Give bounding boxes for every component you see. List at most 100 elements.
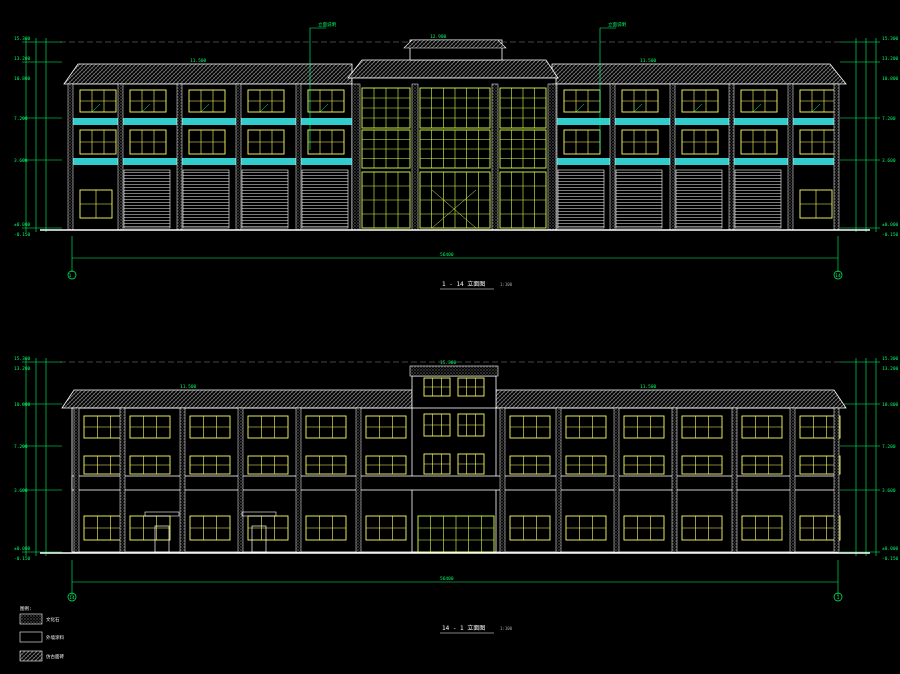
level-label: 3.600: [882, 488, 896, 494]
axis-bubble-right: [833, 270, 843, 280]
level-label: 13.200: [14, 366, 31, 372]
elevation-title: 14 - 1 立面图: [442, 624, 485, 632]
side-door: [154, 525, 170, 553]
axis-label: 1: [837, 595, 840, 601]
level-label: ±0.000: [14, 546, 31, 552]
tower: [409, 365, 499, 553]
elevation-scale: 1:100: [500, 626, 513, 631]
legend: 图例: 文化石 外墙涂料 仿古面砖: [19, 605, 64, 662]
door-swing: [431, 189, 477, 229]
level-label: 3.600: [882, 158, 896, 164]
rolling-shutter: [182, 169, 230, 229]
stone-pillar: [671, 407, 678, 553]
stone-pillar: [67, 83, 74, 231]
callout-text: 立面说明: [608, 21, 626, 28]
rolling-shutter: [301, 169, 349, 229]
overall-dimension: [71, 236, 839, 272]
callout-leaders: [309, 27, 616, 150]
stone-pillar: [491, 83, 499, 231]
axis-bubble-left: [67, 270, 77, 280]
level-marker: [811, 103, 821, 113]
level-label: -0.150: [14, 556, 31, 562]
roof-label: 15.300: [440, 360, 457, 366]
stone-pillar: [237, 407, 244, 553]
plain-swatch: [19, 631, 43, 643]
level-label: ±0.000: [882, 222, 899, 228]
level-label: 10.800: [882, 402, 899, 408]
stone-pillar: [351, 83, 361, 231]
axis-bubble-left-2: [67, 592, 77, 602]
level-label: 7.200: [14, 116, 28, 122]
stone-pillar: [499, 407, 506, 553]
elevation-scale: 1:100: [500, 282, 513, 287]
legend-label: 外墙涂料: [46, 634, 64, 641]
roof-label: 11.500: [640, 384, 657, 390]
elevation-title: 1 - 14 立面图: [442, 280, 485, 288]
legend-label: 仿古面砖: [46, 653, 64, 660]
level-label: 7.200: [882, 444, 896, 450]
total-dimension: 56400: [440, 576, 454, 582]
stone-pillar: [833, 407, 840, 553]
stone-pillar: [355, 407, 362, 553]
roof-label: 11.500: [640, 58, 657, 64]
stone-pillar: [295, 83, 302, 231]
level-label: 7.200: [14, 444, 28, 450]
level-label: -0.150: [882, 556, 899, 562]
level-label: ±0.000: [14, 222, 31, 228]
door-canopy: [144, 511, 180, 517]
rolling-shutter: [615, 169, 663, 229]
level-label: 3.600: [14, 488, 28, 494]
level-label: 13.200: [14, 56, 31, 62]
roof-center: [347, 39, 559, 79]
level-label: 15.300: [882, 356, 899, 362]
roof-label: 12.900: [430, 34, 447, 40]
level-marker: [575, 103, 585, 113]
total-dimension: 56400: [440, 252, 454, 258]
level-label: 7.200: [882, 116, 896, 122]
stone-pillar: [119, 407, 126, 553]
stair-core-outline: [351, 77, 557, 231]
level-label: 13.200: [882, 366, 899, 372]
level-label: 15.300: [882, 36, 899, 42]
left-dimension-chain-2: [22, 358, 62, 556]
stone-pillar: [176, 83, 183, 231]
right-dimension-chain-2: [840, 358, 880, 556]
level-marker: [91, 103, 101, 113]
legend-label: 文化石: [46, 616, 60, 623]
legend-title: 图例:: [20, 605, 32, 612]
level-label: 3.600: [14, 158, 28, 164]
level-marker: [633, 103, 643, 113]
level-marker: [259, 103, 269, 113]
stone-pillar: [613, 407, 620, 553]
stone-pillar: [117, 83, 124, 231]
stone-pillar: [73, 407, 80, 553]
roof-left: [63, 63, 353, 85]
elevation-1-14: [22, 27, 880, 280]
level-label: 15.300: [14, 36, 31, 42]
level-label: 10.800: [14, 402, 31, 408]
stone-hatch-swatch: [19, 613, 43, 625]
left-dimension-chain: [22, 38, 62, 232]
rolling-shutter: [123, 169, 171, 229]
floor-bands: [72, 118, 838, 165]
stone-pillar: [787, 83, 794, 231]
tile-hatch-swatch: [19, 650, 43, 662]
stone-pillar: [235, 83, 242, 231]
stone-pillar: [555, 407, 562, 553]
level-label: 13.200: [882, 56, 899, 62]
roof-right: [551, 63, 847, 85]
curtain-wall: [351, 83, 557, 231]
level-label: 10.800: [14, 76, 31, 82]
level-marker: [141, 103, 151, 113]
level-label: 10.800: [882, 76, 899, 82]
stone-pillar: [789, 407, 796, 553]
level-marker: [752, 103, 762, 113]
level-marker: [693, 103, 703, 113]
rolling-shutter: [241, 169, 289, 229]
rolling-shutter: [734, 169, 782, 229]
rolling-shutter: [675, 169, 723, 229]
roof-label: 11.500: [180, 384, 197, 390]
right-dimension-chain: [840, 38, 880, 232]
overall-dimension-2: [71, 560, 839, 596]
door-canopy: [241, 511, 277, 517]
